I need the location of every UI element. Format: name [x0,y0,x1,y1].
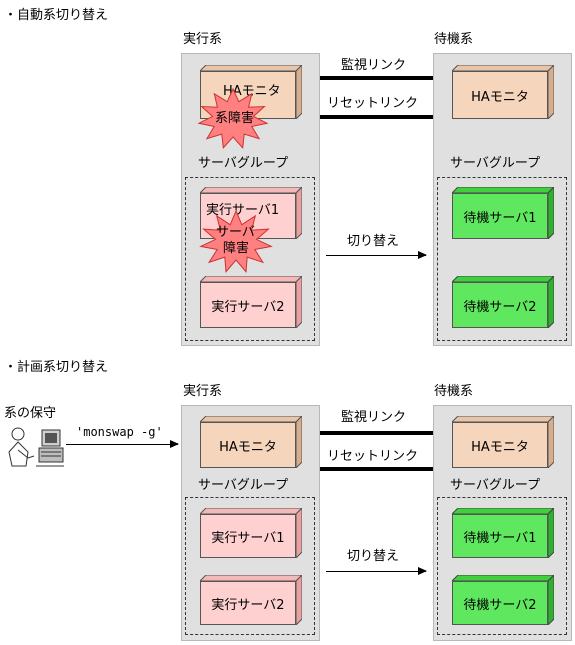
server-failure-label-line1: サーバ [216,225,255,240]
active-server-2-b-label: 実行サーバ2 [200,581,296,625]
monitor-link-line-2 [320,431,433,435]
standby-system-label-2: 待機系 [434,384,474,399]
switchover-label-2: 切り替え [347,549,400,564]
standby-server-2-label: 待機サーバ2 [452,282,548,328]
active-server-1-b: 実行サーバ1 [200,508,302,558]
standby-server-group-2 [437,497,567,635]
standby-server-1-b-label: 待機サーバ1 [452,514,548,558]
standby-server-2-b: 待機サーバ2 [452,575,554,625]
standby-server-group [437,177,567,341]
standby-server-1-b: 待機サーバ1 [452,508,554,558]
monswap-command: 'monswap -g' [76,425,163,439]
ha-monitor-standby-label: HAモニタ [452,71,548,119]
standby-server-1-label: 待機サーバ1 [452,193,548,239]
maintenance-label: 系の保守 [4,406,57,421]
active-server-1-b-label: 実行サーバ1 [200,514,296,558]
standby-server-2: 待機サーバ2 [452,276,554,328]
switchover-arrow-2 [326,567,427,575]
active-group-label: サーバグループ [198,156,289,171]
reset-link-line [320,115,433,119]
active-server-2-b: 実行サーバ2 [200,575,302,625]
standby-server-2-b-label: 待機サーバ2 [452,581,548,625]
active-system-label-2: 実行系 [183,384,223,399]
server-failure-label-line2: 障害 [223,241,250,256]
active-system-label: 実行系 [183,32,223,47]
ha-monitor-standby-2-label: HAモニタ [452,422,548,468]
active-server-group [185,177,315,341]
active-server-group-2 [185,497,315,635]
active-server-2-label: 実行サーバ2 [200,282,296,328]
switchover-label: 切り替え [347,234,400,249]
server-failure-burst [199,209,273,273]
standby-group-label-2: サーバグループ [450,478,541,493]
active-group-label-2: サーバグループ [198,478,289,493]
standby-group-label: サーバグループ [450,156,541,171]
operator-terminal-icon [8,427,64,467]
system-failure-burst [197,87,269,149]
monitor-link-label: 監視リンク [341,58,407,73]
ha-monitor-standby: HAモニタ [452,65,554,119]
section1-title: ・自動系切り替え [4,8,109,23]
system-failure-label: 系障害 [215,111,255,126]
active-server-2: 実行サーバ2 [200,276,302,328]
reset-link-label-2: リセットリンク [327,449,419,464]
monitor-link-line [320,76,433,80]
ha-monitor-standby-2: HAモニタ [452,416,554,468]
active-server-1: 実行サーバ1 [200,187,302,239]
reset-link-label: リセットリンク [327,96,419,111]
switchover-arrow [326,251,427,259]
standby-system-label: 待機系 [434,32,474,47]
ha-monitor-active-2: HAモニタ [200,416,302,468]
ha-monitor-active-2-label: HAモニタ [200,422,296,468]
section2-title: ・計画系切り替え [4,360,109,375]
command-arrow [66,440,179,448]
monitor-link-label-2: 監視リンク [341,410,407,425]
standby-server-1: 待機サーバ1 [452,187,554,239]
reset-link-line-2 [320,467,433,471]
